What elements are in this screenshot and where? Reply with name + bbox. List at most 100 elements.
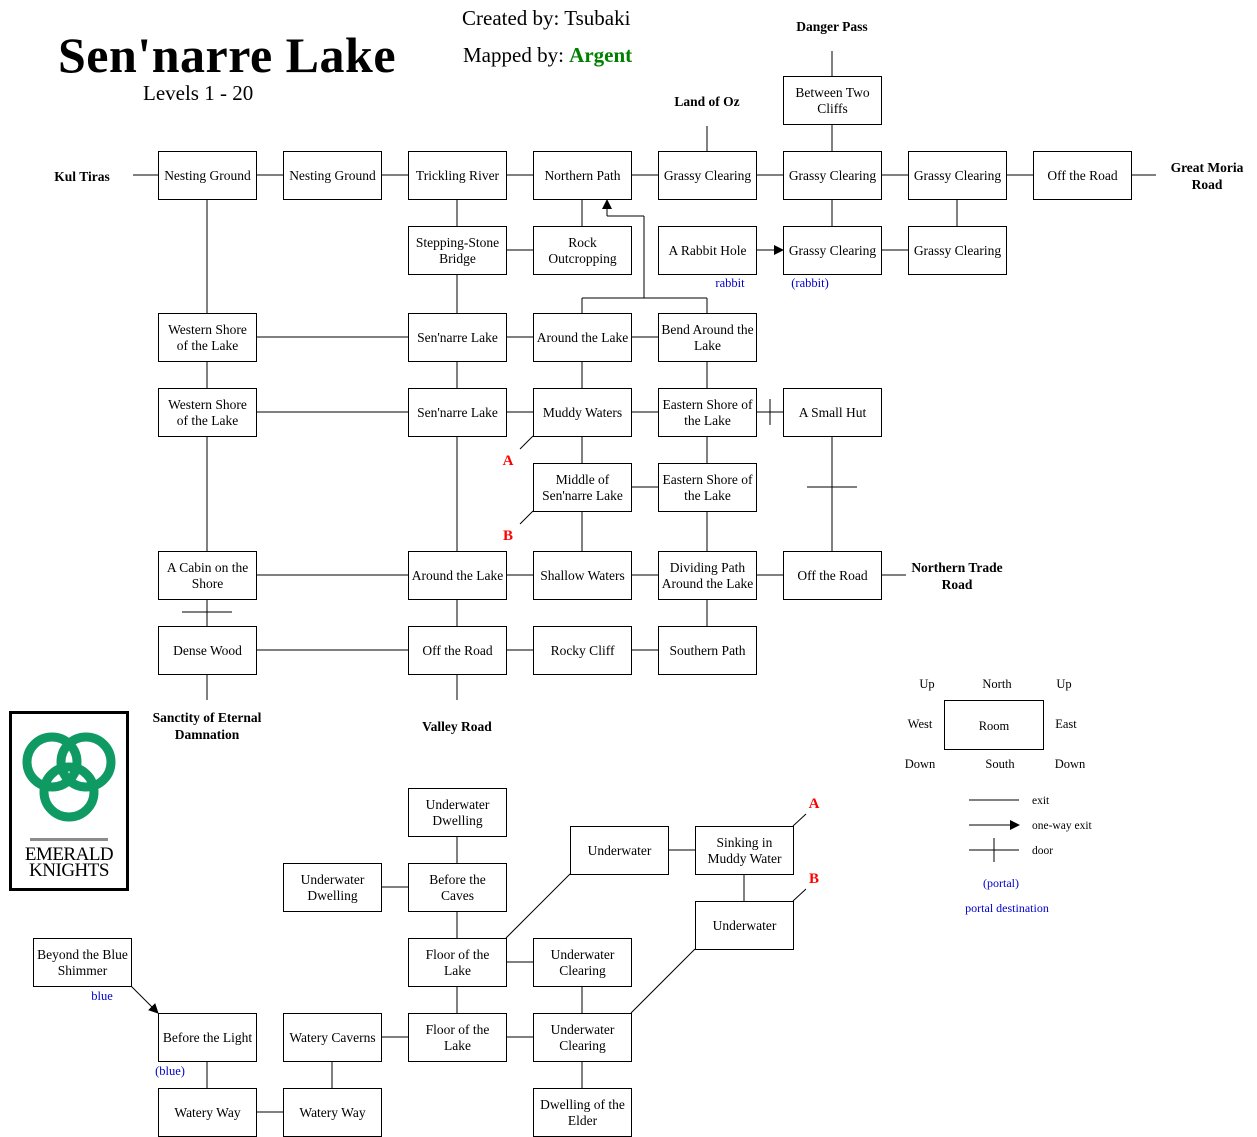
room-lake2[interactable]: Sen'narre Lake [408,388,507,437]
room-nesting2[interactable]: Nesting Ground [283,151,382,200]
room-trickling[interactable]: Trickling River [408,151,507,200]
room-label: Middle of [556,472,610,487]
legend-portal-destination-label: portal destination [965,901,1049,915]
room-label: A Small Hut [799,405,867,420]
room-label: Lake [444,963,471,978]
room-box [658,626,757,675]
room-box [158,626,257,675]
room-label: Northern Path [544,168,620,183]
room-box [283,1088,382,1137]
room-box [533,463,632,512]
legend-south: South [985,757,1015,771]
marker-a: A [503,453,514,469]
room-label: Clearing [559,963,606,978]
room-box [533,151,632,200]
room-box [783,226,882,275]
room-box [783,76,882,125]
zone-exit-northern-trade-road[interactable]: Road [942,577,973,592]
room-grassy2[interactable]: Grassy Clearing [783,151,882,200]
zone-exit-danger-pass[interactable]: Danger Pass [796,19,867,34]
room-grassy1[interactable]: Grassy Clearing [658,151,757,200]
room-off-road-ne[interactable]: Off the Road [1033,151,1132,200]
room-box [283,151,382,200]
room-label: Grassy Clearing [789,243,877,258]
room-off-road-s[interactable]: Off the Road [408,626,507,675]
zone-exit-northern-trade-road[interactable]: Northern Trade [911,560,1002,575]
room-underwater1[interactable]: Underwater [570,826,669,875]
room-box [783,151,882,200]
room-small-hut[interactable]: A Small Hut [783,388,882,437]
zone-exit-kul-tiras[interactable]: Kul Tiras [54,169,109,184]
level-range: Levels 1 - 20 [143,81,254,105]
room-box [408,938,507,987]
room-northern-path[interactable]: Northern Path [533,151,632,200]
room-grassy4[interactable]: Grassy Clearing [783,226,882,275]
zone-exit-valley-road[interactable]: Valley Road [422,719,492,734]
room-lake1[interactable]: Sen'narre Lake [408,313,507,362]
room-off-road-e[interactable]: Off the Road [783,551,882,600]
room-label: Grassy Clearing [789,168,877,183]
room-grassy5[interactable]: Grassy Clearing [908,226,1007,275]
emerald-knights-logo: EMERALD KNIGHTS [9,711,129,891]
room-box [408,226,507,275]
room-box [533,1013,632,1062]
room-grassy3[interactable]: Grassy Clearing [908,151,1007,200]
room-watery-way2[interactable]: Watery Way [283,1088,382,1137]
marker-tick [792,813,807,827]
logo-word-1: EMERALD [24,844,114,865]
room-box [908,226,1007,275]
room-label: Off the Road [422,643,492,658]
room-box [158,551,257,600]
room-box [158,313,257,362]
room-dense-wood[interactable]: Dense Wood [158,626,257,675]
room-box [283,1013,382,1062]
created-by: Created by: Tsubaki [462,6,630,31]
room-nesting1[interactable]: Nesting Ground [158,151,257,200]
legend-door-label: door [1032,845,1053,857]
room-watery-way1[interactable]: Watery Way [158,1088,257,1137]
room-shallow[interactable]: Shallow Waters [533,551,632,600]
room-box [695,826,794,875]
zone-exit-great-moria-road[interactable]: Road [1192,177,1223,192]
room-muddy[interactable]: Muddy Waters [533,388,632,437]
room-underwater2[interactable]: Underwater [695,901,794,950]
room-watery-caverns[interactable]: Watery Caverns [283,1013,382,1062]
room-label: A Rabbit Hole [669,243,747,258]
room-label: Watery Way [299,1105,365,1120]
room-around2[interactable]: Around the Lake [408,551,507,600]
zone-exit-sanctity[interactable]: Damnation [175,727,240,742]
room-box [533,1088,632,1137]
room-before-light[interactable]: Before the Light [158,1013,257,1062]
room-rabbit-hole[interactable]: A Rabbit Hole [658,226,757,275]
mapped-by-label: Mapped by: [463,43,564,67]
room-southern-path[interactable]: Southern Path [658,626,757,675]
room-around1[interactable]: Around the Lake [533,313,632,362]
room-label: of the Lake [177,413,238,428]
room-rocky-cliff[interactable]: Rocky Cliff [533,626,632,675]
zone-exit-land-of-oz[interactable]: Land of Oz [674,94,739,109]
room-label: Before the Light [163,1030,252,1045]
zone-exit-great-moria-road[interactable]: Great Moria [1171,160,1244,175]
zone-exit-sanctity[interactable]: Sanctity of Eternal [153,710,262,725]
